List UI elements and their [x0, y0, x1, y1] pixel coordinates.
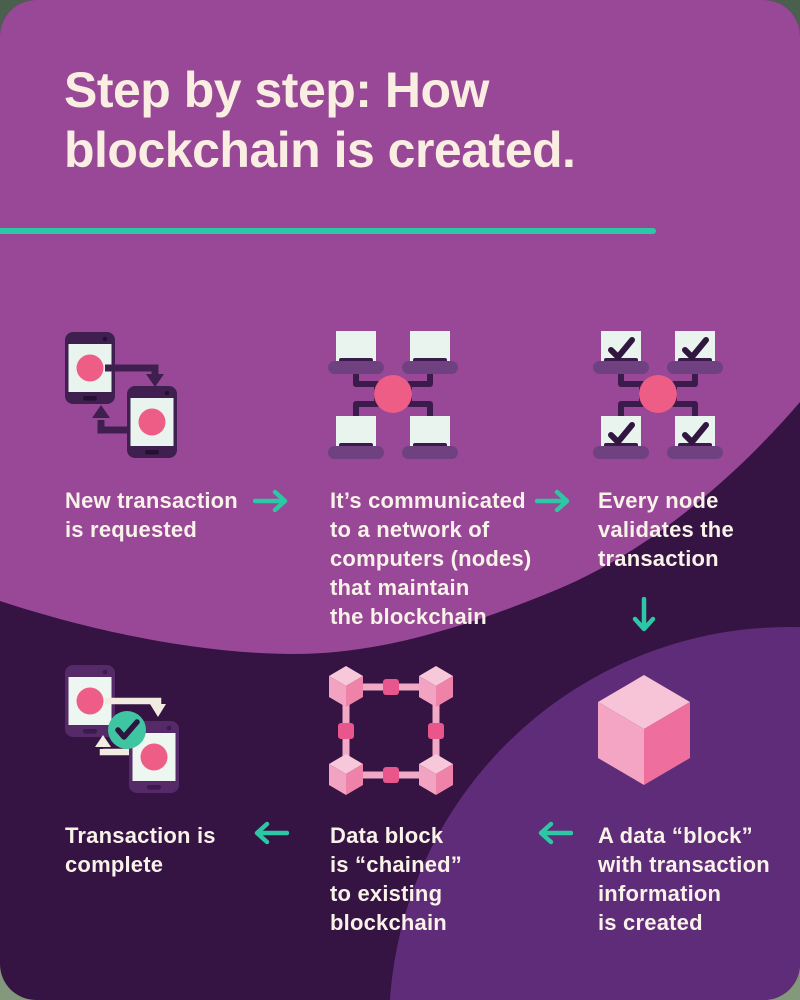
step-3-caption: Every node validates the transaction: [598, 488, 734, 571]
phones-transfer-icon: [65, 332, 177, 458]
checkmark-icon: [115, 719, 140, 740]
top-purple-curve: [0, 0, 800, 654]
title-underline: [0, 228, 656, 234]
page-title: Step by step: How blockchain is created.: [64, 62, 576, 178]
flow-arrow-right-2-3-icon: [535, 489, 570, 513]
phones-complete-icon: [65, 665, 179, 793]
network-validated-icon: [593, 331, 723, 459]
data-block-cube-icon: [598, 675, 690, 785]
step-6-caption: Transaction is complete: [65, 823, 216, 877]
flow-arrow-left-5-6-icon: [254, 821, 289, 845]
chained-blocks-icon: [329, 666, 453, 795]
flow-arrow-left-4-5-icon: [538, 821, 573, 845]
flow-arrow-right-1-2-icon: [253, 489, 288, 513]
step-2-caption: It’s communicated to a network of comput…: [330, 488, 532, 629]
network-nodes-icon: [328, 331, 458, 459]
step-1-caption: New transaction is requested: [65, 488, 238, 542]
flow-arrow-down-3-4-icon: [632, 597, 656, 632]
step-4-caption: A data “block” with transaction informat…: [598, 823, 770, 935]
step-5-caption: Data block is “chained” to existing bloc…: [330, 823, 462, 935]
